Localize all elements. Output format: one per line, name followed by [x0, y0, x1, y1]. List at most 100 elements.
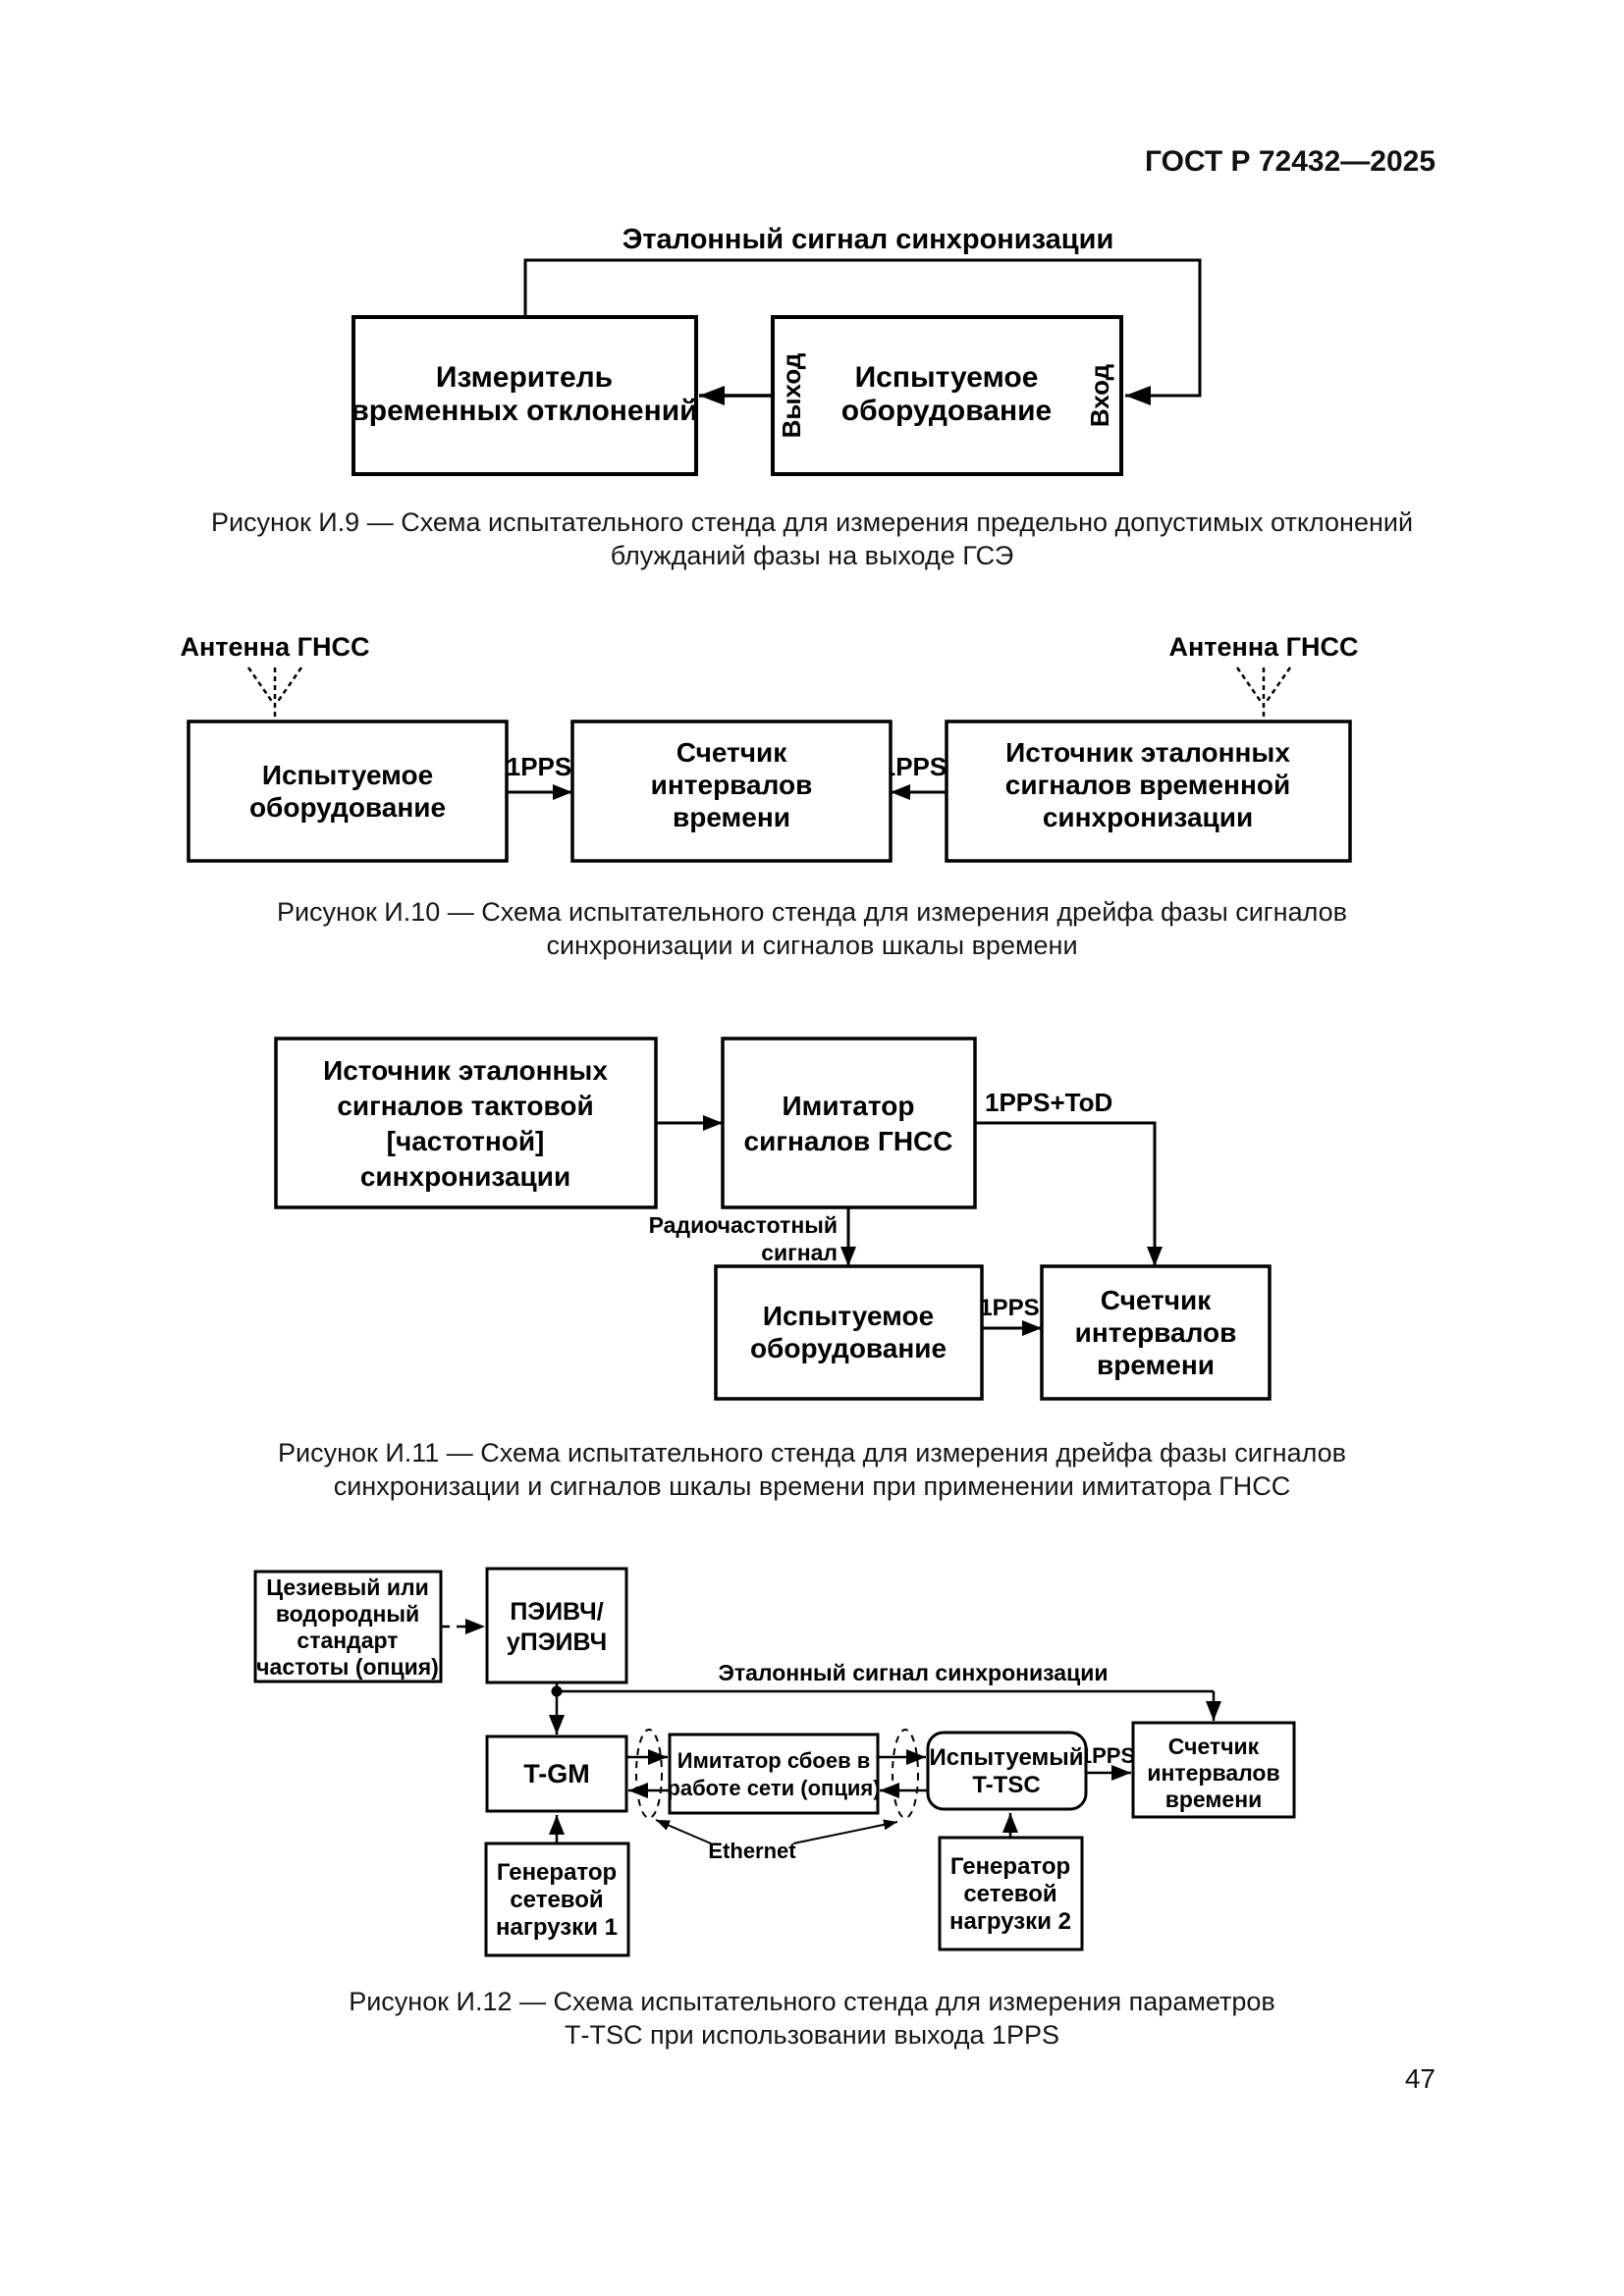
fig12-cesium-line3: стандарт — [297, 1628, 398, 1653]
fig12-counter-line3: времени — [1165, 1787, 1263, 1812]
fig12-cesium-line4: частоты (опция) — [256, 1654, 439, 1680]
fig10-source-line2: сигналов временной — [1005, 770, 1290, 800]
fig12-ethernet-link2-ellipse — [892, 1729, 919, 1819]
fig12-load-gen1-line2: сетевой — [510, 1887, 603, 1913]
fig12-load-gen2-box — [938, 1836, 1084, 1951]
fig10-dut-box — [187, 720, 509, 863]
fig11-ref-source-box — [274, 1037, 658, 1209]
fig9-measurer-line2: временных отклонений — [351, 395, 697, 427]
fig11-1pps-label: 1PPS — [979, 1295, 1039, 1321]
fig11-counter-box — [1040, 1264, 1272, 1401]
fig11-rf-label-line2: сигнал — [761, 1240, 838, 1265]
fig12-ttsc-line1: Испытуемый — [929, 1744, 1083, 1771]
fig10-dut-line2: оборудование — [249, 792, 446, 823]
figure-i9-caption: Рисунок И.9 — Схема испытательного стенд… — [27, 506, 1597, 572]
fig12-load-gen2-line2: сетевой — [963, 1881, 1056, 1907]
fig12-peivch-box — [485, 1567, 628, 1684]
fig9-dut-line2: оборудование — [841, 395, 1052, 427]
fig11-dut-box — [714, 1264, 984, 1401]
fig12-fault-sim-line2: работе сети (опция) — [667, 1776, 880, 1800]
fig12-load-gen1-box — [484, 1842, 630, 1957]
fig12-ethernet-pointer-left — [655, 1819, 712, 1844]
fig9-input-port-label: Вход — [1085, 363, 1114, 427]
caption-line: Рисунок И.9 — Схема испытательного стенд… — [210, 507, 1414, 537]
figure-i9-diagram: Эталонный сигнал синхронизации Измерител… — [351, 224, 1202, 476]
caption-line: синхронизации и сигналов шкалы времени п… — [333, 1471, 1291, 1501]
fig11-ref-source-line2: сигналов тактовой — [337, 1091, 593, 1121]
fig12-cesium-line2: водородный — [276, 1601, 419, 1627]
fig10-counter-line1: Счетчик — [677, 737, 787, 768]
fig12-cesium-box — [253, 1570, 443, 1683]
fig11-ppstod-label: 1PPS+ToD — [985, 1088, 1112, 1117]
fig10-counter-line2: интервалов — [651, 770, 813, 800]
fig12-ethernet-label: Ethernet — [708, 1839, 796, 1863]
fig9-measurer-box — [352, 315, 698, 476]
fig12-load-gen2-line3: нагрузки 2 — [949, 1908, 1071, 1935]
fig11-ref-source-line3: [частотной] — [387, 1126, 545, 1156]
fig11-rf-label-line1: Радиочастотный — [649, 1212, 838, 1238]
fig12-peivch-line2: уПЭИВЧ — [507, 1629, 607, 1656]
fig11-gnss-sim-box — [721, 1037, 977, 1209]
fig12-tgm-box — [485, 1735, 628, 1813]
fig12-counter-box — [1131, 1721, 1296, 1819]
fig12-cesium-line1: Цезиевый или — [266, 1575, 428, 1600]
fig12-fault-sim-line1: Имитатор сбоев в — [677, 1748, 870, 1773]
fig10-antenna-right-label: Антенна ГНСС — [1169, 632, 1359, 662]
fig12-peivch-line1: ПЭИВЧ/ — [510, 1598, 603, 1626]
fig12-counter-line1: Счетчик — [1168, 1734, 1260, 1759]
fig11-gnss-sim-line2: сигналов ГНСС — [744, 1126, 953, 1156]
fig10-dut-line1: Испытуемое — [262, 760, 433, 790]
fig11-counter-line3: времени — [1097, 1350, 1215, 1380]
fig10-source-line1: Источник эталонных — [1005, 737, 1290, 768]
fig10-antenna-left-label: Антенна ГНСС — [181, 632, 370, 662]
fig12-load-gen2-line1: Генератор — [950, 1853, 1070, 1880]
fig11-dut-line2: оборудование — [750, 1333, 947, 1363]
fig12-tgm-label: T-GM — [523, 1759, 590, 1789]
fig12-ttsc-box — [926, 1731, 1088, 1811]
caption-line: Рисунок И.11 — Схема испытательного стен… — [277, 1438, 1347, 1468]
fig11-counter-line1: Счетчик — [1101, 1285, 1212, 1315]
fig9-output-port-label: Выход — [777, 352, 806, 438]
fig12-ethernet-link1-ellipse — [635, 1729, 663, 1819]
fig11-ref-source-line4: синхронизации — [360, 1161, 570, 1192]
fig11-ref-source-line1: Источник эталонных — [323, 1055, 608, 1086]
fig11-ppstod-connector — [975, 1121, 1163, 1266]
fig12-load-gen1-line1: Генератор — [497, 1859, 617, 1886]
fig11-gnss-sim-line1: Имитатор — [783, 1091, 915, 1121]
fig11-dut-line1: Испытуемое — [763, 1301, 934, 1331]
caption-line: Рисунок И.10 — Схема испытательного стен… — [276, 897, 1348, 927]
fig12-ethernet-pointer-right — [792, 1819, 898, 1844]
fig12-load-gen1-line3: нагрузки 1 — [496, 1914, 618, 1941]
caption-line: блужданий фазы на выходе ГСЭ — [610, 541, 1014, 570]
fig10-1pps-left-label: 1PPS — [507, 752, 572, 781]
document-header: ГОСТ Р 72432—2025 — [1144, 145, 1435, 178]
figure-i11-diagram: 1PPS+ToD Радиочастотный сигнал 1PPS Исто… — [274, 1037, 1272, 1401]
fig9-reference-connector — [523, 258, 1202, 405]
figure-i10-caption: Рисунок И.10 — Схема испытательного стен… — [27, 895, 1597, 962]
gnss-antenna-right-icon — [1235, 667, 1292, 721]
fig12-counter-line2: интервалов — [1147, 1760, 1279, 1786]
gnss-antenna-left-icon — [246, 667, 303, 721]
caption-line: Т-TSC при использовании выхода 1PPS — [564, 2020, 1060, 2050]
fig10-counter-line3: времени — [673, 802, 790, 832]
figure-i11-caption: Рисунок И.11 — Схема испытательного стен… — [27, 1436, 1597, 1503]
fig9-dut-box — [771, 315, 1123, 476]
caption-line: Рисунок И.12 — Схема испытательного стен… — [349, 1987, 1275, 2016]
fig10-counter-box — [570, 720, 893, 863]
fig9-reference-label: Эталонный сигнал синхронизации — [623, 224, 1114, 255]
fig12-reference-label: Эталонный сигнал синхронизации — [718, 1660, 1108, 1685]
fig10-source-line3: синхронизации — [1043, 802, 1253, 832]
fig11-counter-line2: интервалов — [1075, 1317, 1237, 1348]
fig9-dut-line1: Испытуемое — [855, 361, 1039, 394]
fig10-source-box — [945, 720, 1352, 863]
fig9-measurer-line1: Измеритель — [436, 361, 613, 394]
caption-line: синхронизации и сигналов шкалы времени — [546, 931, 1078, 960]
figure-i10-diagram: Антенна ГНСС Антенна ГНСС 1PPS 1PPS Испы… — [181, 632, 1359, 863]
fig12-1pps-label: 1PPS — [1080, 1743, 1135, 1768]
figure-i12-caption: Рисунок И.12 — Схема испытательного стен… — [27, 1985, 1597, 2052]
page-number: 47 — [1404, 2063, 1435, 2094]
fig10-1pps-right-label: 1PPS — [882, 752, 947, 781]
fig12-fault-sim-box — [668, 1733, 880, 1815]
